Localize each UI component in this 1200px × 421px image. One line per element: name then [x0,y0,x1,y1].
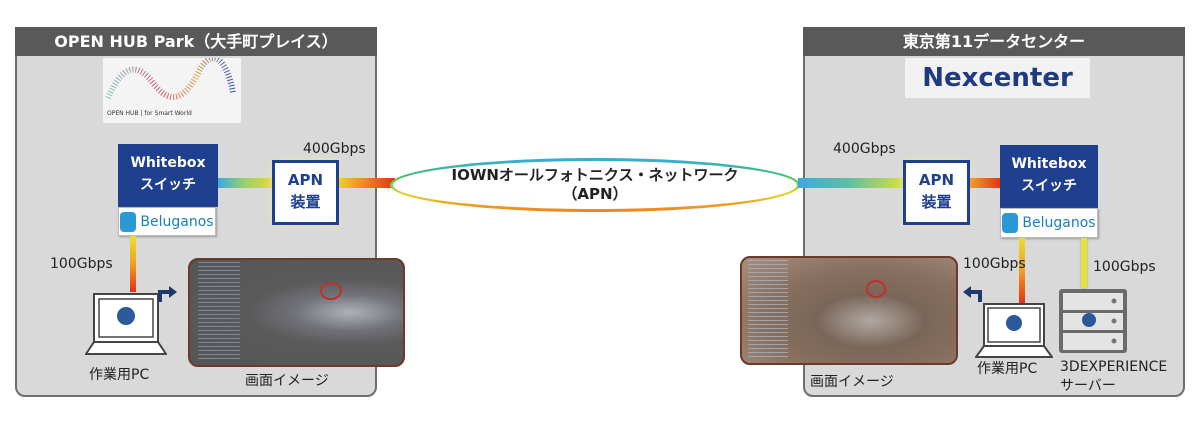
iown-apn-network: IOWNオールフォトニクス・ネットワーク （APN） [390,158,800,212]
left-apn-label: APN [287,171,324,189]
right-os-label: Beluganos [1022,215,1096,231]
right-pc-label: 作業用PC [977,361,1038,377]
right-switch-label: Whitebox [1011,156,1087,172]
left-screen-label: 画面イメージ [245,373,329,389]
left-arrow-icon [158,286,177,302]
open-hub-logo: OPEN HUB | for Smart World [103,55,241,123]
left-uplink-speed: 400Gbps [303,141,366,157]
right-beluganos-badge: Beluganos [1000,208,1098,238]
nexcenter-logo-text: Nexcenter [922,63,1073,93]
left-pc-link [130,236,136,292]
open-hub-logo-text: OPEN HUB | for Smart World [107,110,192,117]
right-server-link [1081,238,1087,288]
server-label: 3DEXPERIENCE サーバー [1060,358,1167,396]
network-name: IOWNオールフォトニクス・ネットワーク [451,166,739,184]
left-laptop-icon [85,293,167,355]
left-switch-apn-link [218,178,272,188]
left-pc-label: 作業用PC [89,367,150,383]
nexcenter-logo: Nexcenter [905,58,1090,98]
right-uplink-speed: 400Gbps [833,141,896,157]
beluga-icon [1002,213,1019,233]
left-apn-network-link [339,178,395,188]
right-site-title: 東京第11データセンター [803,27,1185,56]
right-apn-switch-link [970,178,1001,188]
server-label-line2: サーバー [1060,378,1116,394]
right-network-apn-link [798,178,903,188]
right-apn-device: APN 装置 [903,160,970,225]
right-apn-label-2: 装置 [921,193,952,211]
left-switch-label: Whitebox [130,155,206,171]
beluga-icon [120,211,137,232]
left-pc-link-speed: 100Gbps [50,256,113,272]
left-beluganos-badge: Beluganos [118,207,216,236]
left-apn-label-2: 装置 [290,193,321,211]
right-arrow-icon [963,286,982,302]
left-site-title: OPEN HUB Park（大手町プレイス） [15,27,377,56]
left-switch-label-2: スイッチ [140,177,196,193]
right-laptop-icon [975,303,1053,358]
right-pc-link-speed: 100Gbps [963,256,1026,272]
left-apn-device: APN 装置 [272,160,339,225]
network-abbrev: （APN） [562,185,628,203]
server-icon [1059,289,1127,353]
left-os-label: Beluganos [140,213,214,230]
right-screen-label: 画面イメージ [810,374,894,390]
right-pc-link [1019,238,1025,303]
server-label-line1: 3DEXPERIENCE [1060,359,1168,375]
right-switch-label-2: スイッチ [1021,178,1077,194]
left-screen-image [188,258,405,367]
right-server-link-speed: 100Gbps [1093,259,1156,275]
right-apn-label: APN [918,171,955,189]
left-whitebox-switch: Whitebox スイッチ [118,144,218,207]
right-whitebox-switch: Whitebox スイッチ [1000,145,1098,208]
right-screen-image [740,256,958,365]
